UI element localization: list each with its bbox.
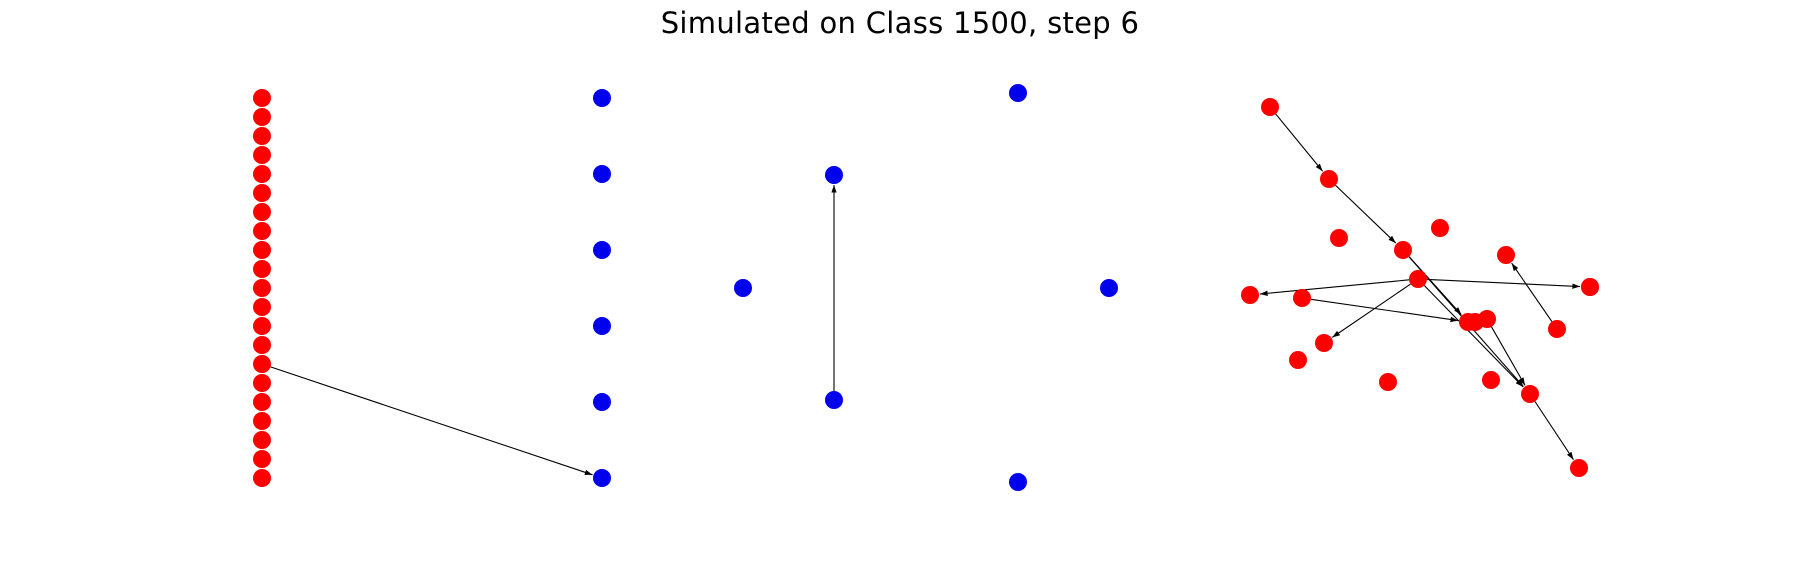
edge-g1-g4	[1335, 184, 1397, 244]
node-b2	[593, 241, 611, 259]
node-g15	[1289, 351, 1307, 369]
node-g0	[1261, 98, 1279, 116]
node-g8	[1241, 286, 1259, 304]
node-b5	[593, 469, 611, 487]
node-g20	[1570, 459, 1588, 477]
edge-r14-b5	[270, 366, 593, 476]
node-g3	[1431, 219, 1449, 237]
node-c0	[734, 279, 752, 297]
node-g7	[1409, 270, 1427, 288]
node-r11	[253, 298, 271, 316]
node-g11	[1548, 320, 1566, 338]
node-g19	[1466, 313, 1484, 331]
node-r16	[253, 393, 271, 411]
node-b3	[593, 317, 611, 335]
node-r14	[253, 355, 271, 373]
node-r0	[253, 89, 271, 107]
node-b4	[593, 393, 611, 411]
node-r6	[253, 203, 271, 221]
node-r4	[253, 165, 271, 183]
node-c2	[825, 391, 843, 409]
edge-g7-g14	[1331, 283, 1411, 338]
edge-g10-g12	[1310, 298, 1459, 323]
node-g14	[1315, 334, 1333, 352]
node-g1	[1320, 170, 1338, 188]
edge-g7-g8	[1259, 279, 1410, 297]
node-g9	[1581, 278, 1599, 296]
edge-g13-g16	[1490, 326, 1526, 386]
node-g4	[1394, 241, 1412, 259]
node-g18	[1482, 371, 1500, 389]
node-r5	[253, 184, 271, 202]
node-r1	[253, 108, 271, 126]
node-g17	[1379, 373, 1397, 391]
node-r12	[253, 317, 271, 335]
node-r7	[253, 222, 271, 240]
node-r18	[253, 431, 271, 449]
node-r3	[253, 146, 271, 164]
node-b0	[593, 89, 611, 107]
node-g10	[1293, 289, 1311, 307]
edge-g0-g1	[1275, 113, 1324, 172]
node-r9	[253, 260, 271, 278]
node-r20	[253, 469, 271, 487]
node-r17	[253, 412, 271, 430]
edge-g7-g9	[1426, 278, 1581, 289]
edge-layer	[270, 113, 1581, 476]
edge-g16-g20	[1534, 401, 1574, 460]
node-r10	[253, 279, 271, 297]
node-layer	[253, 84, 1599, 491]
node-g5	[1497, 246, 1515, 264]
edge-g11-g5	[1511, 262, 1553, 322]
node-r19	[253, 450, 271, 468]
node-d1	[1100, 279, 1118, 297]
node-g16	[1521, 385, 1539, 403]
node-d2	[1009, 473, 1027, 491]
node-r15	[253, 374, 271, 392]
node-r2	[253, 127, 271, 145]
node-b1	[593, 165, 611, 183]
edge-g7-g16	[1423, 285, 1524, 388]
node-r13	[253, 336, 271, 354]
node-g2	[1330, 229, 1348, 247]
node-c1	[825, 166, 843, 184]
node-d0	[1009, 84, 1027, 102]
figure-title: Simulated on Class 1500, step 6	[660, 6, 1140, 40]
node-r8	[253, 241, 271, 259]
